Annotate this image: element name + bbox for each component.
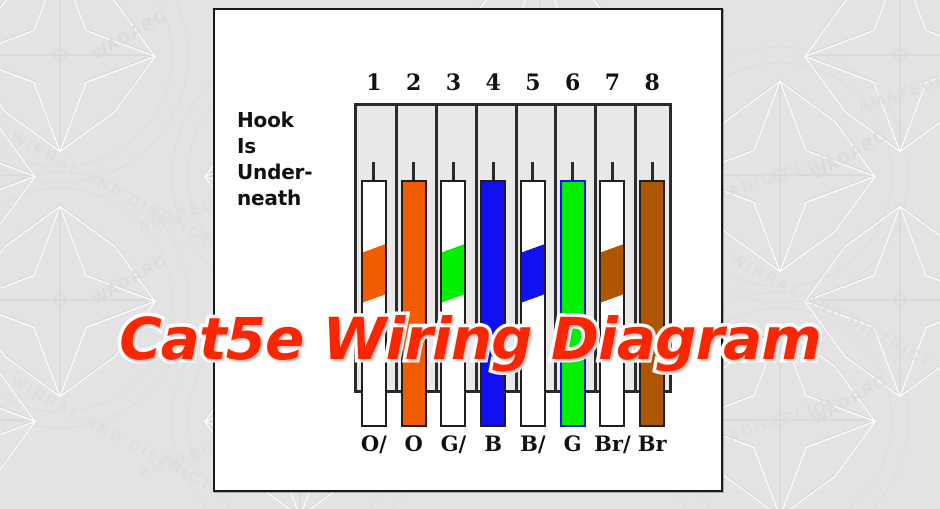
wire-fill-6: [561, 182, 584, 425]
wire-label-pin-2: O: [404, 431, 423, 456]
wire-fill-1: [362, 182, 385, 425]
wire-lead-5: [531, 162, 535, 180]
wire-label-pin-7: Br/: [594, 431, 631, 456]
wire-layer: [354, 162, 672, 430]
wire-lead-3: [451, 162, 455, 180]
wire-fill-3: [442, 182, 465, 425]
wire-label-pin-5: B/: [520, 431, 546, 456]
wire-lead-7: [610, 162, 614, 180]
wire-label-row: O/O G/B B/G Br/Br: [354, 430, 672, 462]
pin-number-7: 7: [604, 70, 621, 96]
wire-pin-1-orange-striped: [360, 180, 387, 427]
wire-lead-4: [491, 162, 495, 180]
pin-divider-2: [435, 106, 438, 390]
hook-underneath-caption: Hook Is Under- neath: [237, 108, 313, 210]
wire-pin-5-blue-striped: [519, 180, 546, 427]
pin-divider-4: [514, 106, 518, 390]
pin-number-1: 1: [366, 70, 382, 96]
wire-pin-4-blue-solid: [480, 180, 507, 427]
wire-label-pin-1: O/: [360, 431, 387, 456]
wire-pin-8-brown-solid: [639, 180, 666, 427]
wire-lead-6: [571, 162, 575, 180]
pin-number-5: 5: [525, 70, 541, 96]
wire-fill-5: [521, 182, 544, 425]
wire-label-pin-3: G/: [440, 431, 467, 456]
pin-number-3: 3: [445, 70, 462, 96]
wire-pin-3-green-striped: [440, 180, 467, 427]
wire-lead-1: [372, 162, 376, 180]
pin-number-8: 8: [644, 70, 660, 96]
pin-divider-3: [474, 106, 478, 390]
wire-lead-8: [650, 162, 654, 180]
pin-divider-6: [594, 106, 597, 390]
wire-fill-4: [482, 182, 505, 425]
wire-label-pin-6: G: [563, 431, 582, 456]
wire-lead-2: [412, 162, 416, 180]
wire-fill-8: [641, 182, 664, 425]
wire-label-pin-8: Br: [637, 431, 667, 456]
wire-label-pin-4: B: [484, 431, 502, 456]
pin-number-4: 4: [485, 70, 501, 96]
pin-number-2: 2: [405, 70, 422, 96]
wire-fill-7: [601, 182, 624, 425]
pin-divider-7: [633, 106, 637, 390]
wire-fill-2: [402, 182, 425, 425]
pin-divider-1: [395, 106, 399, 390]
pin-number-6: 6: [564, 70, 581, 96]
wire-pin-2-orange-solid: [400, 180, 427, 427]
wire-pin-7-brown-striped: [599, 180, 626, 427]
wire-pin-6-green-solid: [559, 180, 586, 427]
pin-divider-5: [554, 106, 558, 390]
